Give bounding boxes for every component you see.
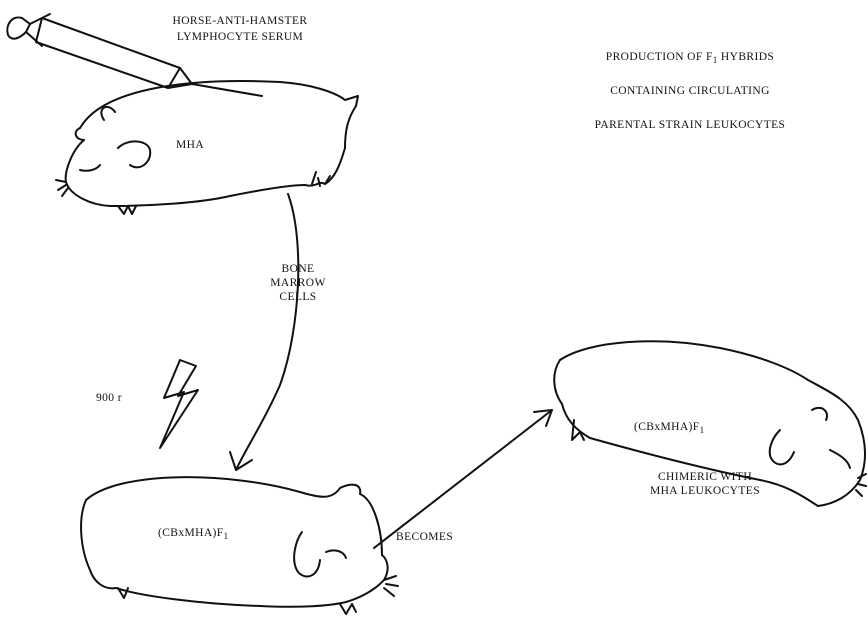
title-tail: HYBRIDS — [718, 51, 775, 63]
result-note-line-1: CHIMERIC WITH — [630, 470, 780, 484]
title-line-1: PRODUCTION OF F1 HYBRIDS — [545, 50, 835, 67]
recipient-hamster — [81, 477, 398, 614]
result-note-line-2: MHA LEUKOCYTES — [630, 484, 780, 498]
syringe-label-line-1: HORSE-ANTI-HAMSTER — [140, 14, 340, 28]
transfer-label-line-1: BONE — [258, 262, 338, 276]
title-line-3: PARENTAL STRAIN LEUKOCYTES — [545, 118, 835, 132]
transfer-label-line-2: MARROW — [258, 276, 338, 290]
title-line-2: CONTAINING CIRCULATING — [545, 84, 835, 98]
recipient-strain-label: (CBxMHA)F1 — [158, 526, 229, 543]
syringe-label-line-2: LYMPHOCYTE SERUM — [140, 30, 340, 44]
irradiation-dose-label: 900 r — [96, 391, 122, 405]
transfer-label-line-3: CELLS — [258, 290, 338, 304]
recipient-subscript: 1 — [224, 531, 229, 541]
bone-marrow-arrow — [230, 194, 298, 470]
becomes-label: BECOMES — [396, 530, 453, 544]
lightning-bolt-icon — [160, 360, 198, 448]
donor-hamster — [56, 81, 358, 214]
result-strain-label: (CBxMHA)F1 — [634, 420, 705, 437]
donor-strain-label: MHA — [176, 138, 204, 152]
becomes-arrow — [374, 410, 552, 548]
result-subscript: 1 — [700, 425, 705, 435]
